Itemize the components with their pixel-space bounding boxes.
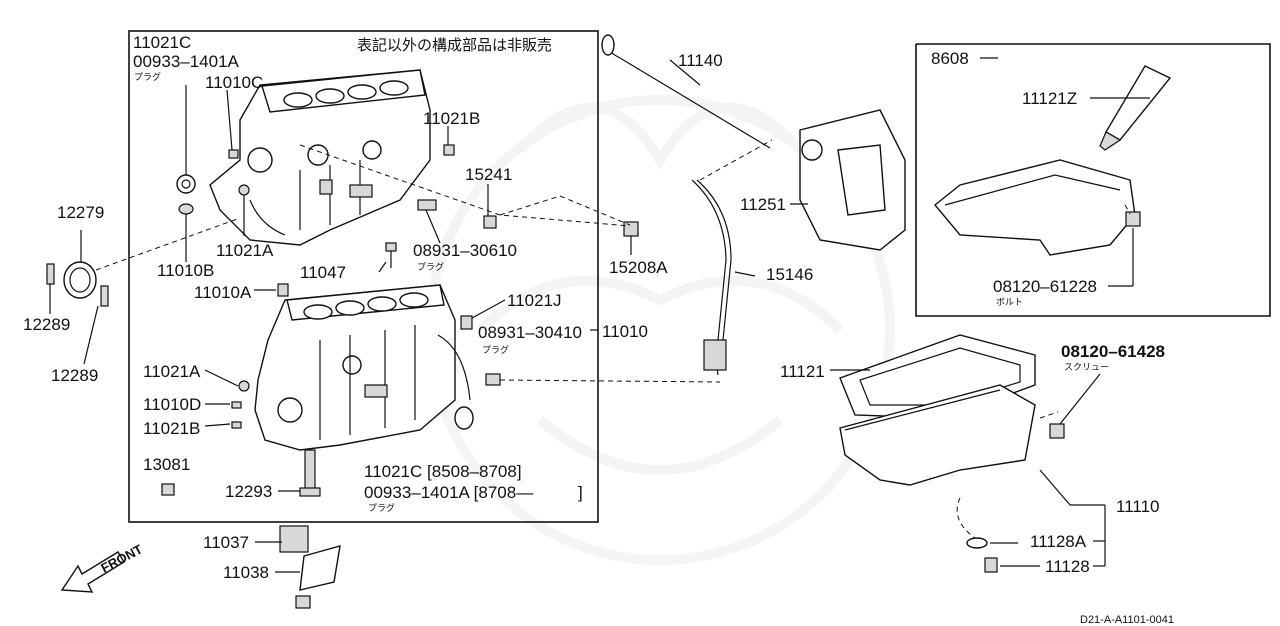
- label-11021B-low: 11021B: [143, 419, 200, 438]
- label-12289-a: 12289: [23, 315, 70, 334]
- plug-11021B-low[interactable]: [231, 421, 242, 429]
- label-11121Z: 11121Z: [1022, 89, 1077, 108]
- screw-08120-61428[interactable]: [1049, 423, 1065, 439]
- washer-11128A[interactable]: [966, 537, 988, 549]
- label-11037: 11037: [203, 533, 249, 552]
- label-11128: 11128: [1045, 557, 1090, 576]
- label-08931-30610: 08931–30610: [413, 241, 517, 260]
- rear-plate-11251[interactable]: [799, 109, 906, 251]
- label-plug-30410: プラグ: [482, 344, 509, 356]
- insulator-11037[interactable]: [279, 525, 309, 553]
- label-11021C-low: 11021C [8508–8708]: [364, 462, 522, 481]
- plug-15241[interactable]: [483, 215, 497, 229]
- label-11010: 11010: [602, 322, 648, 341]
- label-11121: 11121: [780, 362, 825, 381]
- label-11140: 11140: [678, 51, 723, 70]
- assembly-dashed-lines: [95, 139, 1131, 539]
- sealant-tube-11121Z[interactable]: [1099, 65, 1172, 151]
- label-8608: 8608: [931, 49, 969, 68]
- bracket-11038[interactable]: [295, 545, 341, 609]
- plug-11010A[interactable]: [277, 283, 289, 297]
- label-11251: 11251: [740, 195, 786, 214]
- cylinder-block-upper[interactable]: [209, 69, 431, 246]
- plug-13081[interactable]: [161, 483, 175, 496]
- drain-plug-11128[interactable]: [984, 557, 998, 573]
- label-plug-low: プラグ: [368, 502, 395, 514]
- pin-12289-left[interactable]: [46, 263, 55, 285]
- label-11021J: 11021J: [507, 291, 562, 310]
- label-15146: 15146: [766, 265, 813, 284]
- label-00933-1401A-low: 00933–1401A [8708—: [364, 483, 533, 502]
- plug-11010B[interactable]: [178, 203, 194, 215]
- plug-11010D[interactable]: [231, 401, 242, 409]
- dipstick-tube-15146[interactable]: [691, 179, 732, 376]
- label-15208A: 15208A: [609, 258, 668, 277]
- label-08120-61228: 08120–61228: [993, 277, 1097, 296]
- label-screw: スクリュー: [1064, 362, 1109, 373]
- label-08931-30410: 08931–30410: [478, 323, 582, 342]
- label-12293: 12293: [225, 482, 272, 501]
- cylinder-block-frame: [128, 30, 599, 523]
- label-11010D: 11010D: [143, 395, 201, 414]
- label-00933-1401A-top: 00933–1401A: [133, 52, 240, 71]
- label-bracket-close: ]: [578, 483, 583, 502]
- bolt-12293[interactable]: [299, 449, 321, 497]
- bolt-08931-30410[interactable]: [485, 373, 501, 386]
- bolt-11047[interactable]: [385, 242, 397, 268]
- oil-pan-kit-frame: [915, 43, 1271, 317]
- seal-11021C-low[interactable]: [454, 406, 474, 430]
- label-08120-61428: 08120–61428: [1061, 342, 1165, 361]
- label-11128A: 11128A: [1030, 532, 1087, 551]
- label-11010A: 11010A: [194, 283, 252, 302]
- dipstick-11140[interactable]: [601, 34, 771, 149]
- plug-11021B-top[interactable]: [443, 144, 455, 156]
- label-11010B: 11010B: [157, 261, 214, 280]
- plug-11010C[interactable]: [228, 149, 239, 159]
- label-11021C-top: 11021C: [133, 33, 191, 52]
- label-bolt: ボルト: [996, 297, 1023, 308]
- front-direction-arrow: FRONT: [60, 541, 145, 593]
- oil-pan-11110[interactable]: [839, 384, 1036, 486]
- plug-11021A-low[interactable]: [238, 380, 250, 392]
- label-12279: 12279: [57, 203, 104, 222]
- label-11021A-low: 11021A: [143, 362, 201, 381]
- rear-seal-12279[interactable]: [63, 261, 97, 299]
- japanese-note: 表記以外の構成部品は非販売: [357, 36, 552, 54]
- cylinder-block-lower[interactable]: [254, 284, 471, 451]
- label-11110: 11110: [1116, 497, 1160, 516]
- front-label: FRONT: [98, 541, 145, 575]
- seal-11021C-top[interactable]: [176, 174, 196, 194]
- plug-15208A[interactable]: [623, 221, 639, 237]
- label-15241: 15241: [465, 165, 512, 184]
- bolt-08120-61228[interactable]: [1125, 211, 1141, 227]
- label-11047: 11047: [300, 263, 346, 282]
- pin-12289-right[interactable]: [100, 285, 109, 307]
- label-13081: 13081: [143, 455, 190, 474]
- plug-11021A-top[interactable]: [238, 184, 250, 196]
- label-11010C: 11010C: [205, 73, 263, 92]
- leader-lines: [49, 57, 1150, 573]
- label-plug-30610: プラグ: [417, 261, 444, 273]
- label-12289-b: 12289: [51, 366, 98, 385]
- label-11021A-top: 11021A: [216, 241, 274, 260]
- label-plug-top: プラグ: [134, 71, 161, 83]
- plug-11021J[interactable]: [460, 315, 473, 330]
- label-11038: 11038: [223, 563, 269, 582]
- bolt-08931-30610[interactable]: [417, 199, 437, 211]
- oil-pan-kit-8608[interactable]: [934, 159, 1136, 256]
- diagram-reference-code: D21-A-A1101-0041: [1080, 614, 1174, 626]
- label-11021B-top: 11021B: [423, 109, 480, 128]
